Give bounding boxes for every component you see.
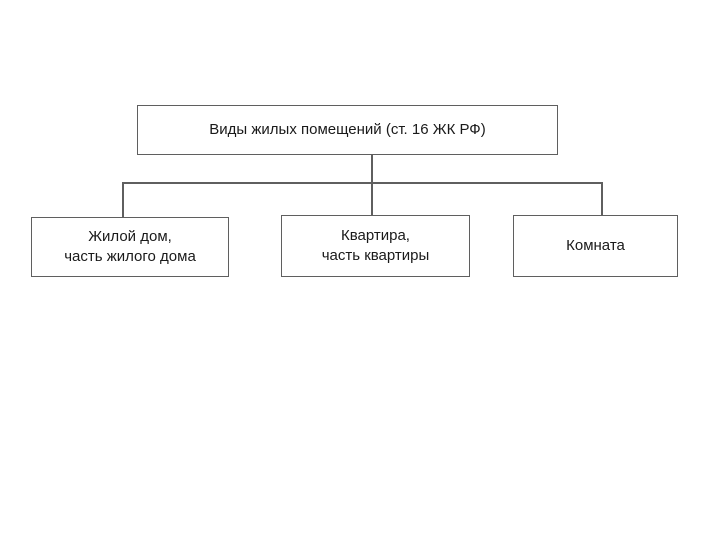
diagram-node-room: Комната [513, 215, 678, 277]
connector-drop-room [601, 182, 603, 215]
diagram-node-house-label: Жилой дом, часть жилого дома [64, 228, 196, 265]
connector-drop-flat [371, 182, 373, 215]
diagram-node-root: Виды жилых помещений (ст. 16 ЖК РФ) [137, 105, 558, 155]
diagram-node-flat: Квартира, часть квартиры [281, 215, 470, 277]
diagram-node-room-label: Комната [566, 237, 625, 254]
connector-horizontal-bar [122, 182, 602, 184]
diagram-node-flat-label: Квартира, часть квартиры [321, 227, 430, 264]
connector-drop-house [122, 182, 124, 218]
diagram-node-house: Жилой дом, часть жилого дома [31, 217, 229, 277]
diagram-node-root-label: Виды жилых помещений (ст. 16 ЖК РФ) [209, 121, 486, 138]
connector-root-trunk [371, 155, 373, 182]
